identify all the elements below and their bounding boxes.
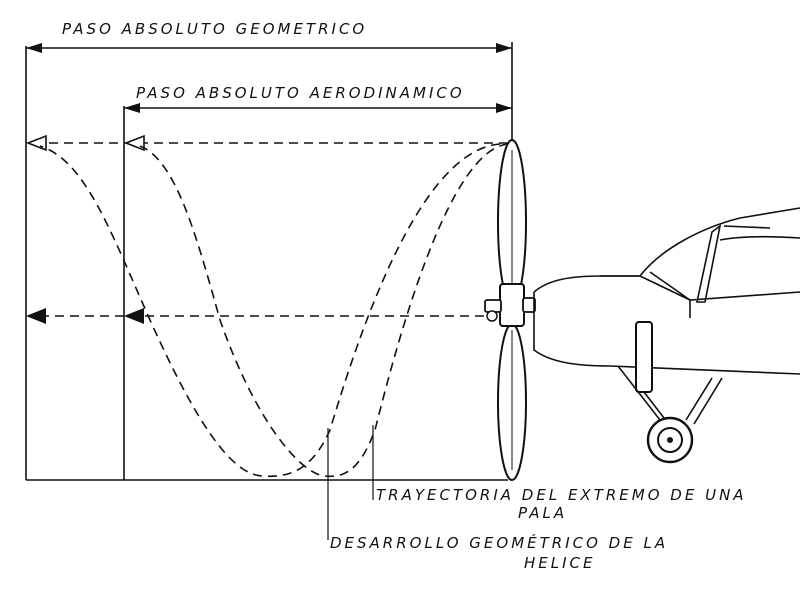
- geometric-development-label: DESARROLLO GEOMÉTRICO DE LA: [330, 534, 669, 552]
- blade-tip-trajectory-label: TRAYECTORIA DEL EXTREMO DE UNA: [376, 486, 747, 504]
- arrowhead-left: [26, 43, 42, 53]
- blade-tip-reference-line: [25, 134, 508, 152]
- hollow-arrow-middle: [123, 134, 145, 152]
- geometric-development-label-cont: HELICE: [524, 554, 596, 572]
- aircraft-nose: [533, 207, 800, 375]
- propeller-axis-line: [26, 308, 490, 324]
- blade-tip-trajectory-label-cont: PALA: [518, 504, 568, 522]
- solid-arrow-middle: [124, 308, 144, 324]
- aerodynamic-helix-curve: [139, 143, 509, 478]
- geometric-pitch-label: PASO ABSOLUTO GEOMETRICO: [62, 20, 368, 38]
- geometric-pitch-dimension: [25, 42, 513, 480]
- aerodynamic-pitch-dimension: [123, 103, 512, 480]
- landing-gear: [617, 321, 723, 464]
- gear-strut: [635, 321, 653, 393]
- hollow-arrow-left: [25, 134, 47, 152]
- propeller-hub: [499, 283, 525, 327]
- arrowhead-left: [124, 103, 140, 113]
- arrowhead-right: [496, 103, 512, 113]
- arrowhead-right: [496, 43, 512, 53]
- aerodynamic-pitch-label: PASO ABSOLUTO AERODINAMICO: [136, 84, 465, 102]
- propeller: [484, 139, 536, 481]
- solid-arrow-left: [26, 308, 46, 324]
- geometric-helix-curve: [39, 143, 501, 478]
